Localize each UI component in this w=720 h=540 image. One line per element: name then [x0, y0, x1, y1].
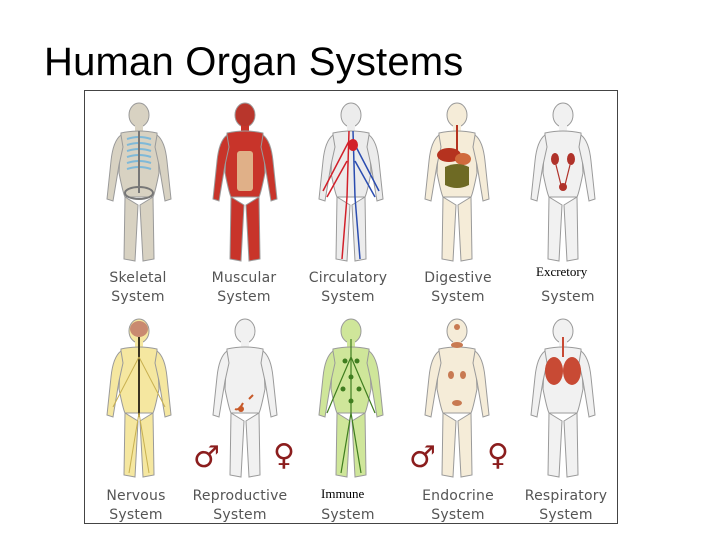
label-line1: Digestive [424, 270, 492, 286]
excretory-figure-icon [530, 102, 596, 262]
label-excretory-system: System [513, 288, 623, 307]
slide-title: Human Organ Systems [44, 40, 464, 84]
label-line2: System [539, 507, 593, 523]
nervous-figure-icon [106, 318, 172, 478]
label-line1: Circulatory [308, 270, 388, 286]
respiratory-figure-icon [530, 318, 596, 478]
endocrine-figure-icon [424, 318, 490, 478]
label-line1: Nervous [106, 488, 166, 504]
immune-figure-icon [318, 318, 384, 478]
label-line1: Respiratory [524, 488, 608, 504]
label-digestive: Digestive System [403, 269, 513, 307]
label-nervous: Nervous System [81, 487, 191, 525]
female-symbol-icon: ♀ [273, 438, 295, 473]
label-immune-system: System [293, 506, 403, 525]
circulatory-figure-icon [318, 102, 384, 262]
label-circulatory: Circulatory System [293, 269, 403, 307]
label-line2: System [321, 507, 375, 523]
female-symbol-icon: ♀ [487, 438, 509, 473]
label-line2: System [431, 289, 485, 305]
label-skeletal: Skeletal System [83, 269, 193, 307]
label-line1: Muscular [211, 270, 277, 286]
label-line2: System [321, 289, 375, 305]
label-line2: System [431, 507, 485, 523]
male-symbol-icon: ♂ [409, 440, 436, 475]
label-immune: Immune [319, 486, 367, 502]
label-line2: System [213, 507, 267, 523]
reproductive-figure-icon [212, 318, 278, 478]
label-line2: System [217, 289, 271, 305]
digestive-figure-icon [424, 102, 490, 262]
label-endocrine: Endocrine System [403, 487, 513, 525]
label-muscular: Muscular System [189, 269, 299, 307]
label-reproductive: Reproductive System [185, 487, 295, 525]
male-symbol-icon: ♂ [193, 440, 220, 475]
label-line1: Skeletal [109, 270, 167, 286]
organ-systems-figure: Skeletal System Muscular System Circulat… [84, 90, 618, 524]
label-respiratory: Respiratory System [511, 487, 621, 525]
label-line2: System [109, 507, 163, 523]
skeletal-figure-icon [106, 102, 172, 262]
label-line2: System [541, 289, 595, 305]
label-line1: Reproductive [192, 488, 288, 504]
label-excretory: Excretory [534, 264, 590, 280]
label-line1: Endocrine [422, 488, 494, 504]
muscular-figure-icon [212, 102, 278, 262]
label-line2: System [111, 289, 165, 305]
